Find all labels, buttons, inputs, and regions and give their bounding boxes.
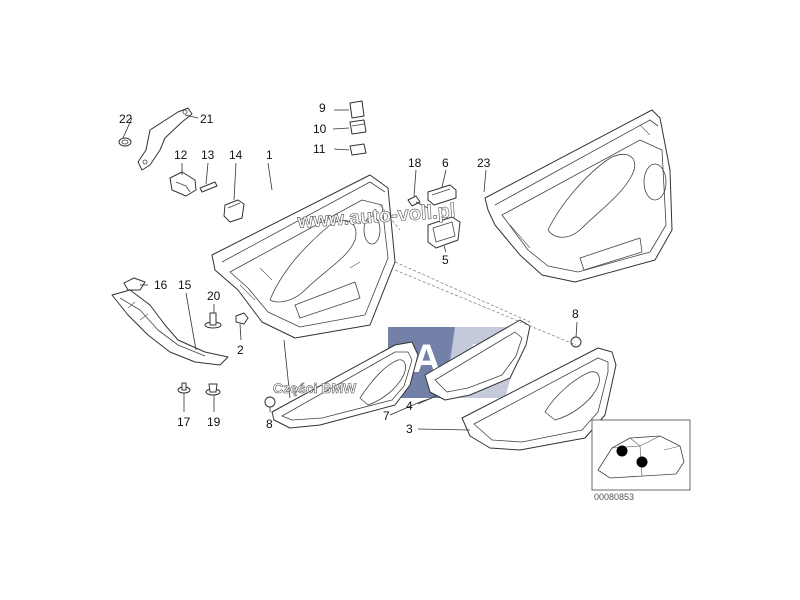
armrest-trim-7 [271, 341, 419, 429]
callout-6: 6 [442, 156, 449, 170]
pin-13 [199, 181, 218, 193]
door-location-marker-front [616, 445, 628, 457]
callout-2: 2 [237, 343, 244, 357]
block-9 [349, 100, 365, 119]
cap-14 [223, 199, 245, 223]
fastener-20 [204, 312, 222, 329]
callout-13: 13 [201, 148, 215, 162]
button-8-right [570, 336, 582, 348]
callout-19: 19 [207, 415, 221, 429]
car-locator-thumbnail: 00080853 [591, 419, 691, 502]
callout-4: 4 [406, 399, 413, 413]
callout-3: 3 [406, 422, 413, 436]
callout-15: 15 [178, 278, 192, 292]
callout-8-right: 8 [572, 307, 579, 321]
button-8-left [264, 396, 276, 408]
leader-lines [122, 109, 578, 431]
switch-housing-6 [427, 184, 457, 206]
callout-23: 23 [477, 156, 491, 170]
rivet-19 [205, 383, 221, 396]
callout-18: 18 [408, 156, 422, 170]
callout-14: 14 [229, 148, 243, 162]
callout-1: 1 [266, 148, 273, 162]
screw-18 [407, 195, 429, 209]
diagram-code: 00080853 [594, 492, 634, 502]
hinge-clip-12 [169, 171, 197, 197]
watermark-brand: Części BMW [273, 380, 357, 396]
armrest-insert-4 [424, 319, 531, 401]
door-location-marker-rear [636, 456, 648, 468]
callout-10: 10 [313, 122, 327, 136]
clip-16 [123, 277, 146, 291]
callout-17: 17 [177, 415, 191, 429]
handle-bracket-5 [427, 216, 461, 249]
callout-12: 12 [174, 148, 188, 162]
callout-7: 7 [383, 409, 390, 423]
callout-22: 22 [119, 112, 133, 126]
callout-11: 11 [313, 142, 326, 156]
door-panel-23 [484, 109, 673, 283]
clip-nut-2 [235, 312, 249, 325]
block-11 [349, 143, 367, 156]
trim-strip-15 [111, 289, 229, 366]
grommet-22 [118, 137, 132, 147]
block-10 [349, 119, 367, 135]
callout-16: 16 [154, 278, 168, 292]
callouts: 1 2 3 4 5 6 7 8 8 9 10 11 12 13 14 15 16… [119, 101, 579, 436]
door-panel-1 [211, 174, 396, 339]
callout-21: 21 [200, 112, 214, 126]
callout-20: 20 [207, 289, 221, 303]
callout-8-left: 8 [266, 417, 273, 431]
screw-17 [177, 382, 191, 394]
bracket-21 [137, 107, 193, 171]
callout-5: 5 [442, 253, 449, 267]
callout-9: 9 [319, 101, 326, 115]
